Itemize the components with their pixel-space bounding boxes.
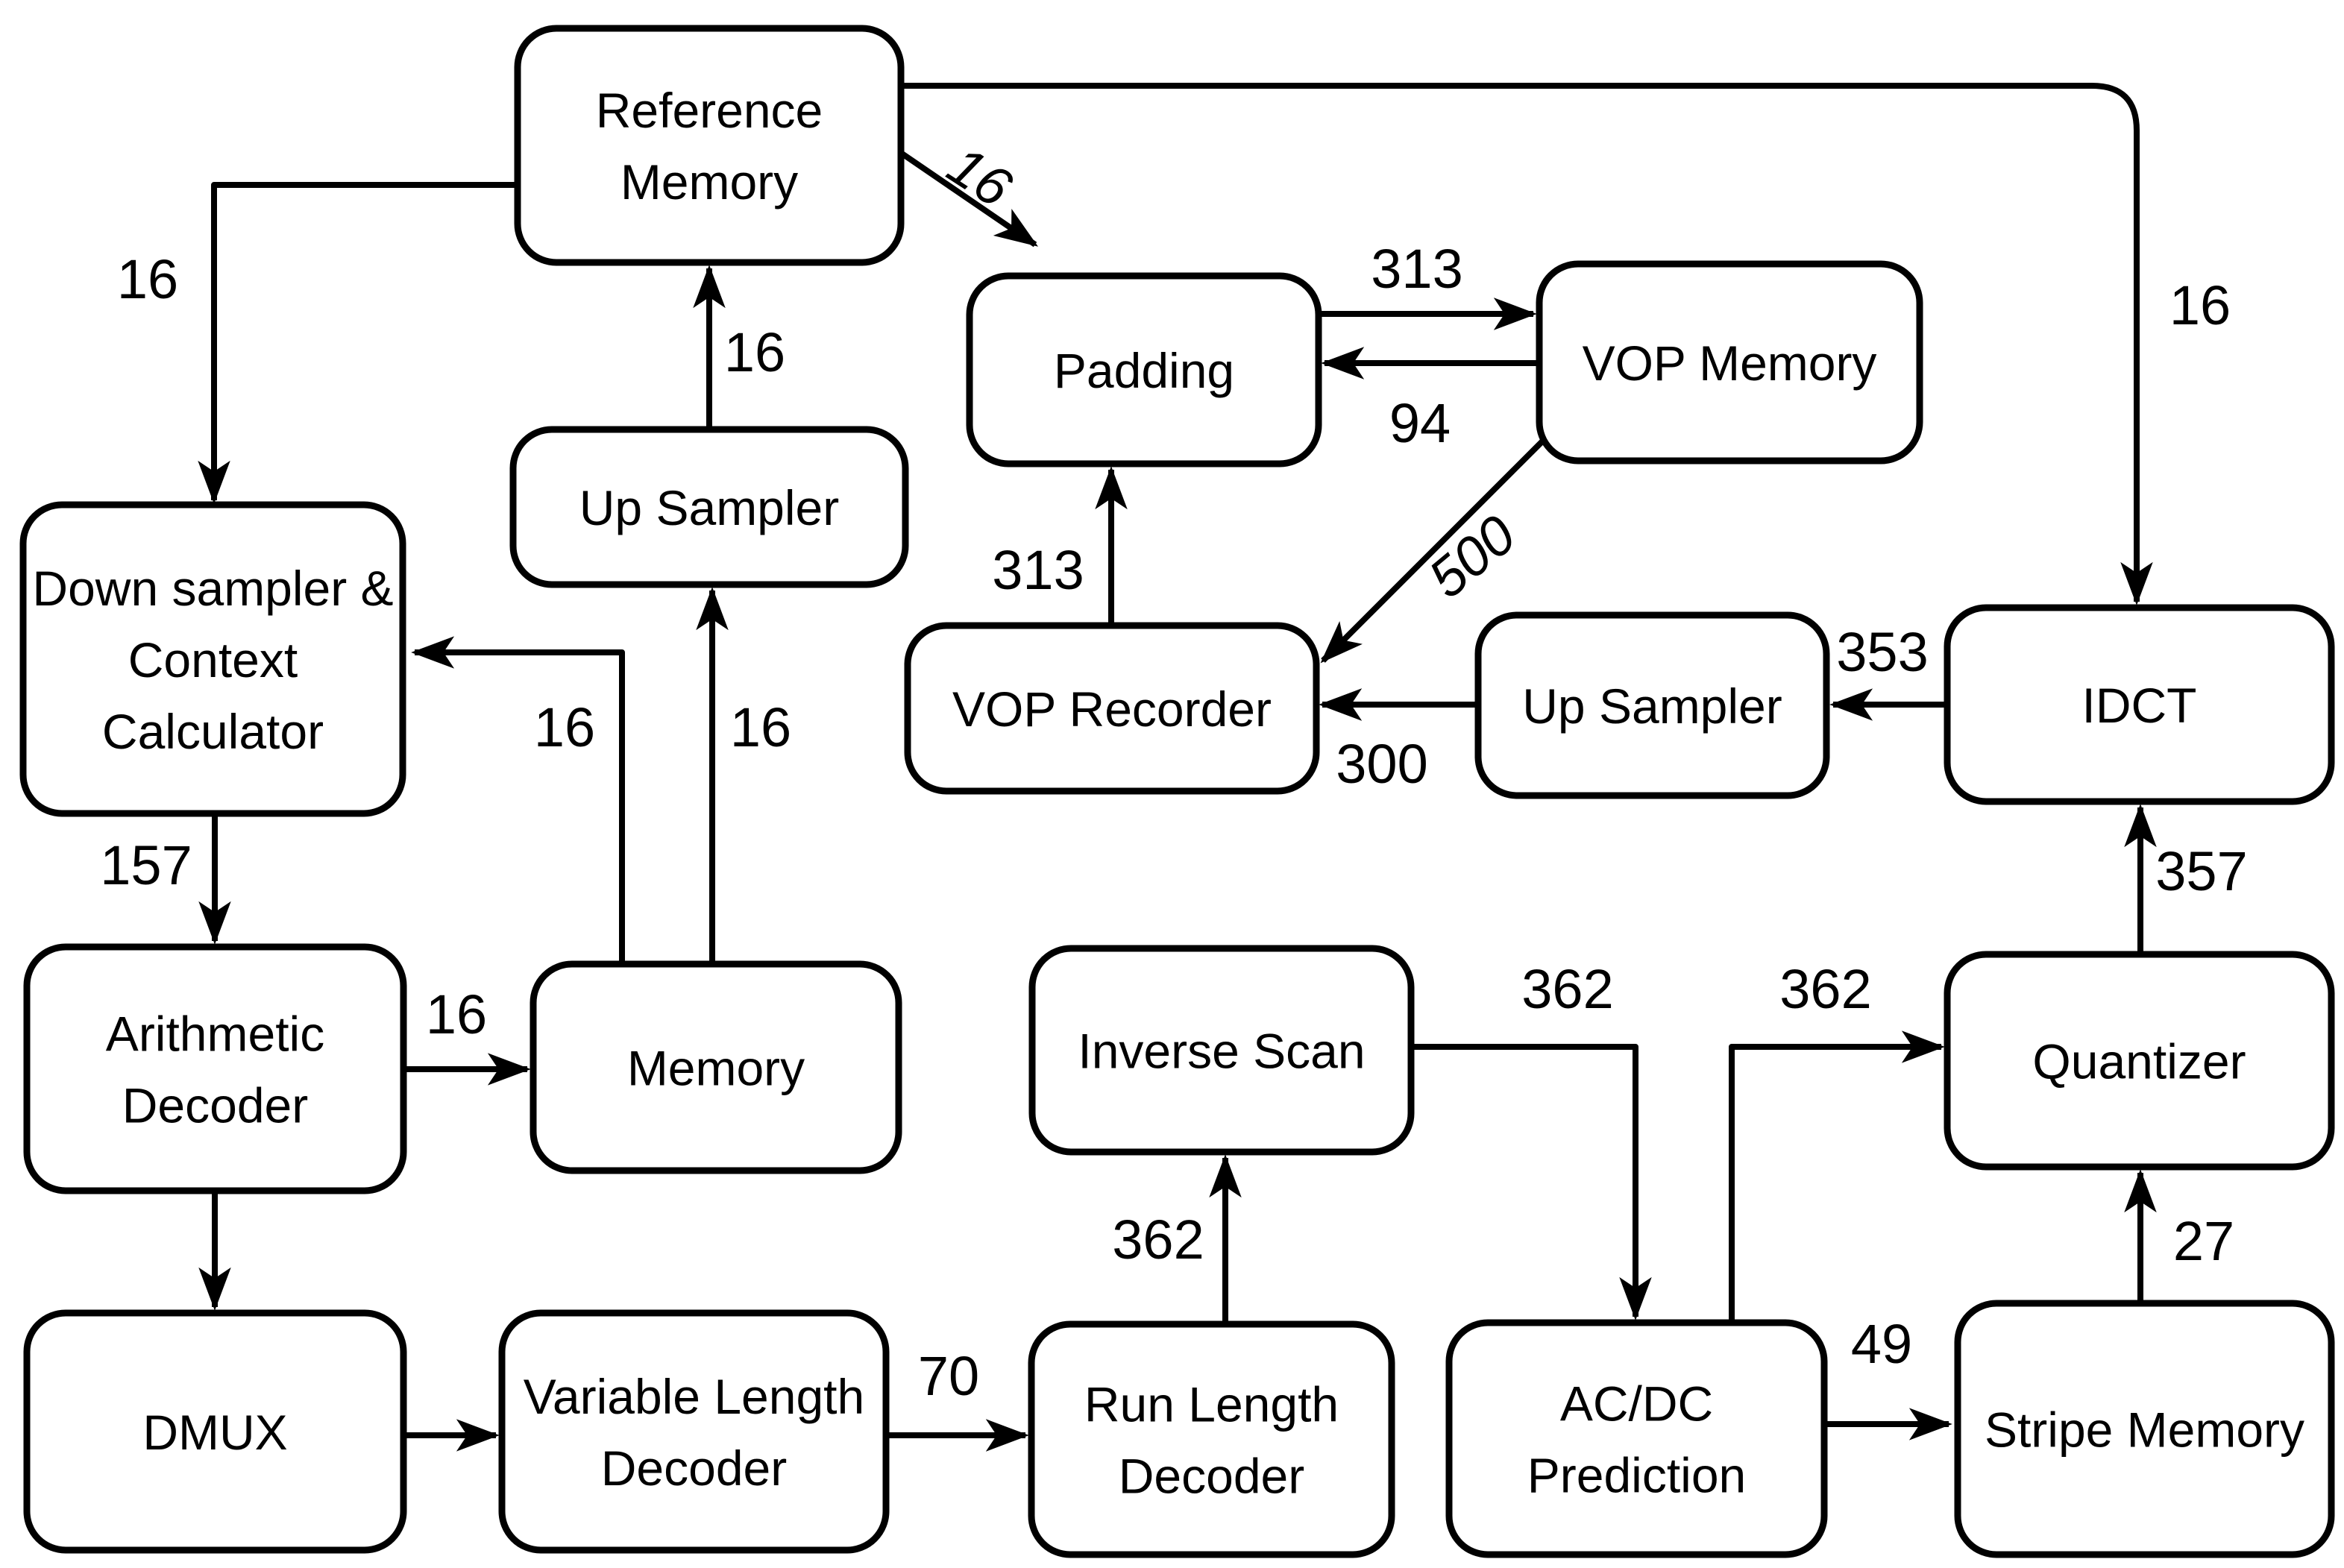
edge-label-18: 16 [534,696,595,758]
node-quantizer: Quantizer [1944,951,2335,1171]
stripe-memory-label: Stripe Memory [1985,1402,2304,1458]
quantizer-label: Quantizer [2032,1034,2246,1089]
edge-label-3: 16 [2169,274,2231,336]
reference-memory-box [514,25,905,266]
edge-label-5: 94 [1389,392,1451,454]
edge-reference-memory-to-down-sampler [198,182,518,504]
edge-label-2: 16 [937,133,1023,219]
run-length-decoder-box [1028,1320,1395,1558]
node-memory: Memory [530,960,902,1174]
node-inverse-scan: Inverse Scan [1028,945,1415,1156]
memory-label: Memory [627,1041,805,1096]
up-sampler-top-label: Up Sampler [579,480,839,535]
ac-dc-prediction-box [1445,1319,1828,1558]
vop-recorder-label: VOP Recorder [952,681,1272,737]
memory-box [530,960,902,1174]
node-vop-memory: VOP Memory [1536,260,1923,465]
vop-memory-box [1536,260,1923,465]
node-idct: IDCT [1944,604,2335,805]
idct-label: IDCT [2082,678,2197,733]
edge-label-1: 16 [724,321,785,383]
edge-label-14: 49 [1851,1313,1912,1375]
edge-label-12: 362 [1779,958,1871,1020]
idct-box [1944,604,2335,805]
inverse-scan-box [1028,945,1415,1156]
edge-label-7: 313 [992,539,1084,601]
stripe-memory-box [1954,1300,2335,1558]
edge-label-13: 362 [1112,1209,1204,1271]
node-padding: Padding [966,272,1322,467]
edge-memory-to-down-sampler [411,636,625,964]
edge-label-6: 500 [1417,503,1527,610]
node-up-sampler-top: Up Sampler [509,426,909,588]
dmux-label: DMUX [142,1405,287,1460]
node-stripe-memory: Stripe Memory [1954,1300,2335,1558]
edge-label-0: 16 [117,248,178,310]
edge-label-19: 16 [730,696,791,758]
edge-reference-memory-to-idct [901,83,2153,605]
edge-label-11: 362 [1521,958,1613,1020]
inverse-scan-label: Inverse Scan [1078,1024,1365,1079]
dmux-box [23,1309,407,1554]
edge-label-17: 16 [426,983,487,1045]
up-sampler-right-label: Up Sampler [1522,678,1782,734]
diagram-edges [198,83,2157,1452]
node-vop-recorder: VOP Recorder [904,622,1320,795]
node-up-sampler-right: Up Sampler [1474,611,1830,799]
node-dmux: DMUX [23,1309,407,1554]
edge-label-16: 157 [100,834,192,896]
edge-label-9: 353 [1836,621,1928,683]
edge-label-8: 300 [1336,733,1427,795]
variable-length-decoder-box [498,1309,890,1554]
up-sampler-right-box [1474,611,1830,799]
edge-reference-memory-to-padding [899,150,1038,248]
vop-recorder-box [904,622,1320,795]
vop-memory-label: VOP Memory [1583,336,1877,391]
padding-box [966,272,1322,467]
up-sampler-top-box [509,426,909,588]
down-sampler-context-calculator-box [19,501,406,817]
edge-label-4: 313 [1371,238,1462,300]
arithmetic-decoder-box [23,943,407,1194]
edge-label-20: 70 [918,1345,979,1407]
edge-vop-memory-to-vop-recorder [1320,438,1546,664]
quantizer-box [1944,951,2335,1171]
edge-label-10: 357 [2155,840,2247,902]
edge-label-15: 27 [2173,1210,2234,1272]
edge-inverse-scan-to-ac-dc-prediction [1411,1044,1652,1320]
padding-label: Padding [1054,343,1234,398]
edge-ac-dc-prediction-to-quantizer [1729,1030,1945,1323]
diagram-edge-labels: 16 16 16 16 313 94 500 313 300 353 357 362 362 362 49 2… [100,133,2247,1407]
